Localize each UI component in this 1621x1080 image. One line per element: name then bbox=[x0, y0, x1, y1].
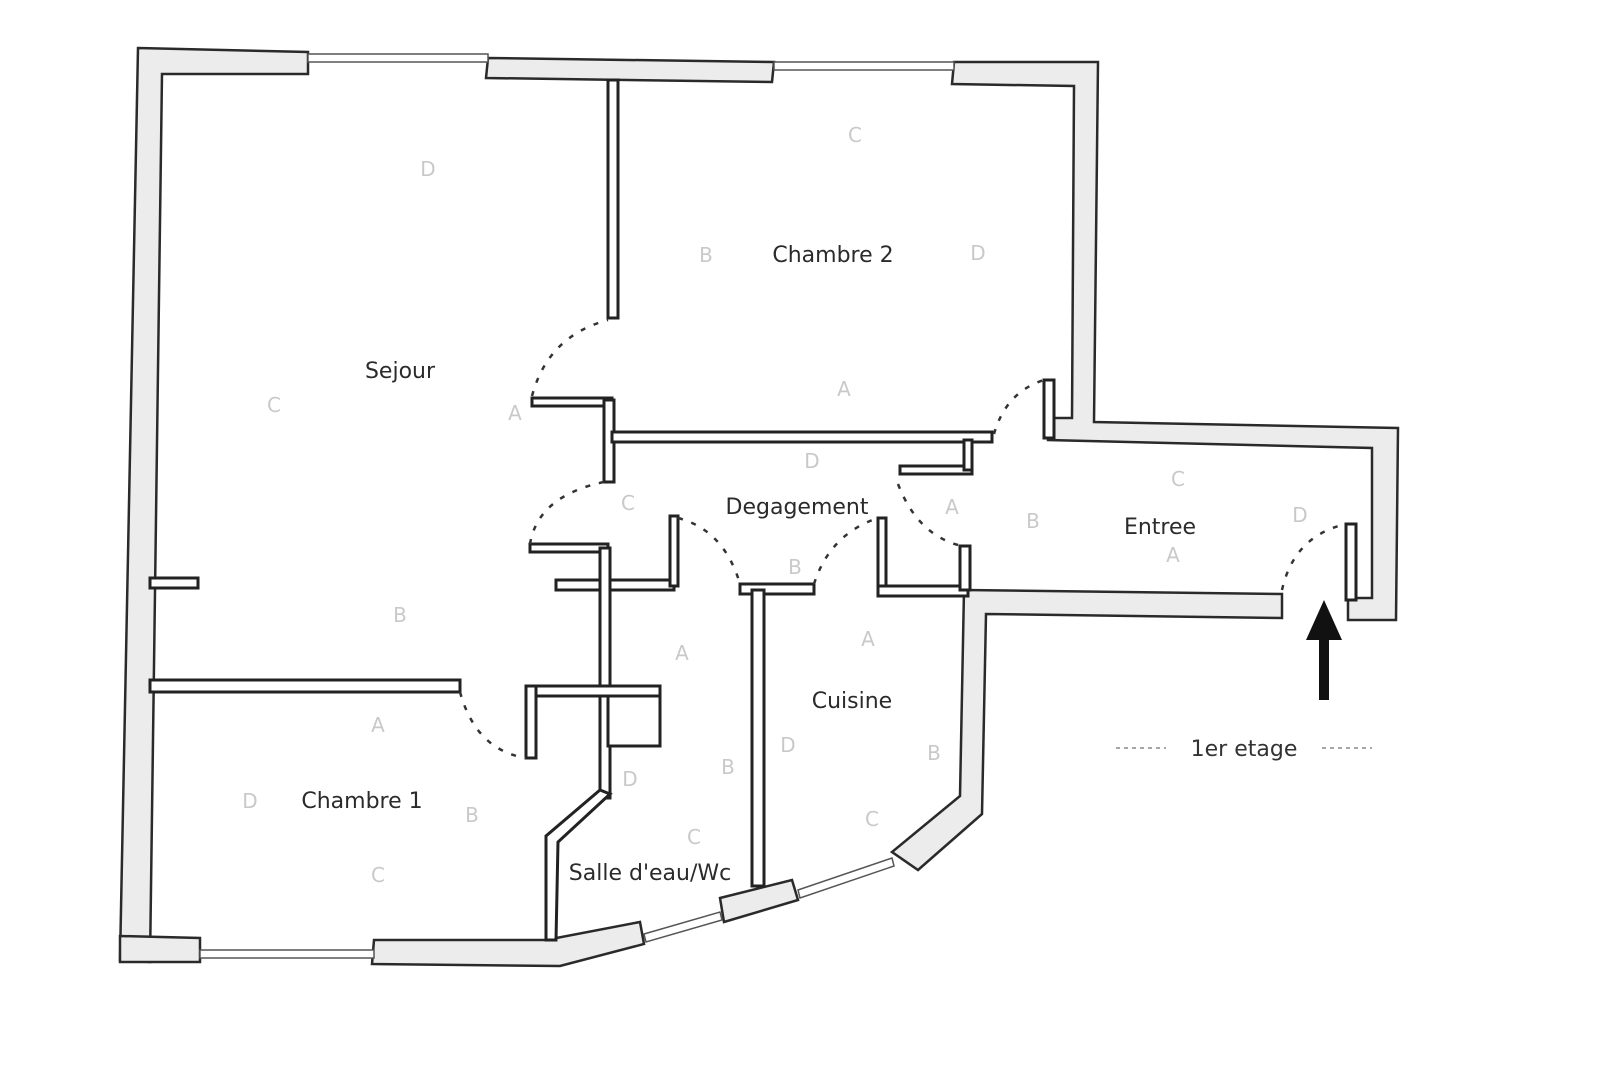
door-sejour-chambre2 bbox=[530, 318, 609, 397]
wall-sejour-chambre1 bbox=[148, 678, 462, 694]
wall-letter-entree-b: B bbox=[1026, 509, 1040, 533]
wall-cuisine-salle-eau bbox=[750, 588, 766, 888]
wall-letter-chambre2-a: A bbox=[837, 377, 851, 401]
wall-bottom-pillar bbox=[718, 878, 800, 924]
door-salle-eau bbox=[677, 516, 742, 585]
room-labels: Sejour Chambre 2 DegagementEntreeCuisineCh… bbox=[301, 243, 1196, 886]
room-label-degagement: Degagement bbox=[726, 495, 869, 520]
wall-letter-degagement-b: B bbox=[788, 555, 802, 579]
wall-cuisine-top-right bbox=[876, 584, 970, 598]
door-swings bbox=[458, 318, 1347, 760]
wall-salle-eau-diagonal bbox=[544, 788, 613, 942]
wall-letter-cuisine-c: C bbox=[865, 807, 879, 831]
wall-entrance-jamb bbox=[1344, 522, 1358, 602]
wall-chambre2-bottom bbox=[610, 430, 994, 444]
wall-letter-degagement-a: A bbox=[945, 495, 959, 519]
wall-degagement-right-post bbox=[962, 438, 974, 472]
wall-letter-chambre1-a: A bbox=[371, 713, 385, 737]
duct bbox=[606, 694, 662, 748]
room-label-sejour: Sejour bbox=[365, 359, 436, 384]
wall-chambre1-door-jamb bbox=[524, 684, 538, 760]
floor-label: 1er etage bbox=[1191, 737, 1298, 762]
wall-letter-chambre1-c: C bbox=[371, 863, 385, 887]
wall-letter-chambre2-b: B bbox=[699, 243, 713, 267]
wall-bottom-mid bbox=[370, 920, 646, 968]
room-label-chambre1: Chambre 1 bbox=[301, 789, 422, 814]
wall-sejour-stub-left bbox=[148, 576, 200, 590]
wall-degagement-right-stub bbox=[898, 464, 974, 476]
door-cuisine bbox=[812, 516, 879, 585]
wall-sejour-lower-stub bbox=[528, 542, 610, 554]
wall-letter-sejour-d: D bbox=[420, 157, 435, 181]
wall-sejour-door-stub bbox=[530, 396, 614, 408]
wall-letter-salle_eau-b: B bbox=[721, 755, 735, 779]
wall-right-upper bbox=[950, 60, 1400, 622]
window-sejour bbox=[307, 53, 489, 63]
wall-sejour-chambre2 bbox=[606, 78, 620, 320]
interior-walls bbox=[148, 78, 1358, 942]
door-entree-degagement bbox=[896, 483, 963, 548]
floor-legend: 1er etage bbox=[1116, 737, 1372, 762]
wall-cuisine-jamb bbox=[876, 516, 888, 594]
wall-letter-salle_eau-a: A bbox=[675, 641, 689, 665]
wall-salle-eau-left bbox=[598, 546, 612, 800]
wall-letter-salle_eau-c: C bbox=[687, 825, 701, 849]
door-sejour-degagement bbox=[528, 480, 605, 545]
wall-letter-chambre1-d: D bbox=[242, 789, 257, 813]
wall-entree-cuisine-post bbox=[958, 544, 972, 592]
wall-letter-sejour-b: B bbox=[393, 603, 407, 627]
room-label-entree: Entree bbox=[1124, 515, 1196, 540]
wall-letter-degagement-d: D bbox=[804, 449, 819, 473]
wall-salle-eau-jamb bbox=[668, 514, 680, 588]
door-entrance bbox=[1280, 522, 1347, 591]
wall-letter-sejour-a: A bbox=[508, 401, 522, 425]
wall-letter-cuisine-a: A bbox=[861, 627, 875, 651]
wall-letter-cuisine-b: B bbox=[927, 741, 941, 765]
arrow-up-icon bbox=[1306, 600, 1342, 700]
wall-letter-entree-c: C bbox=[1171, 467, 1185, 491]
wall-letter-degagement-c: C bbox=[621, 491, 635, 515]
window-cuisine bbox=[797, 857, 895, 899]
wall-letters: D C A B C B D A D C B A C B D A A D B C A D B C A D B C bbox=[242, 123, 1307, 887]
wall-left bbox=[118, 46, 310, 964]
wall-letter-cuisine-d: D bbox=[780, 733, 795, 757]
door-chambre2-entree bbox=[992, 378, 1045, 435]
room-label-salle_eau: Salle d'eau/Wc bbox=[569, 861, 731, 886]
wall-cuisine-top-left bbox=[738, 582, 816, 596]
wall-salle-eau-top bbox=[554, 578, 676, 592]
wall-letter-entree-d: D bbox=[1292, 503, 1307, 527]
wall-letter-salle_eau-d: D bbox=[622, 767, 637, 791]
room-label-chambre2: Chambre 2 bbox=[772, 243, 893, 268]
wall-entree-cuisine bbox=[889, 588, 1284, 872]
window-salle-eau bbox=[643, 911, 723, 943]
wall-bottom-left bbox=[118, 934, 202, 964]
wall-entree-door-jamb bbox=[1042, 378, 1056, 440]
door-chambre1 bbox=[458, 691, 527, 760]
wall-letter-sejour-c: C bbox=[267, 393, 281, 417]
room-label-cuisine: Cuisine bbox=[812, 689, 892, 714]
window-chambre1 bbox=[199, 949, 375, 959]
wall-letter-chambre2-d: D bbox=[970, 241, 985, 265]
wall-letter-entree-a: A bbox=[1166, 543, 1180, 567]
wall-top-middle bbox=[484, 56, 776, 84]
wall-letter-chambre2-c: C bbox=[848, 123, 862, 147]
exterior-walls bbox=[118, 46, 1400, 968]
window-chambre2 bbox=[773, 61, 955, 71]
wall-letter-chambre1-b: B bbox=[465, 803, 479, 827]
